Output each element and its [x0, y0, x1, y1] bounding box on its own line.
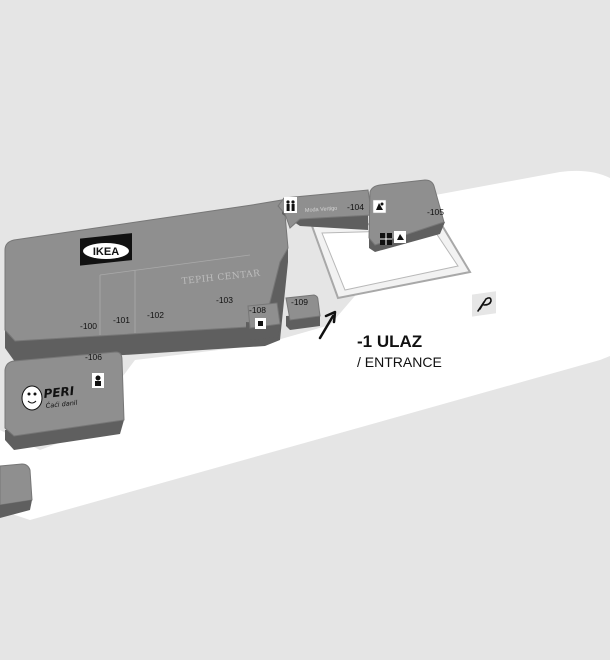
unit-label-109: -109 [291, 297, 308, 307]
unit-label-100: -100 [80, 321, 97, 331]
box-icon [394, 231, 406, 243]
ikea-logo: IKEA [80, 233, 132, 266]
unit-label-101: -101 [113, 315, 130, 325]
entrance-title: -1 ULAZ [357, 332, 423, 351]
unit-105-block [368, 179, 445, 246]
store-icon [372, 199, 387, 214]
unit-104-block [277, 189, 373, 229]
unit-label-106: -106 [85, 352, 102, 362]
entrance-subtitle: / ENTRANCE [357, 354, 442, 370]
entrance-arrow-icon [318, 310, 337, 340]
peri-logo: PERI Ćaći danil [21, 384, 78, 411]
moda-vertigo-logo: Moda Vertigo [305, 206, 338, 214]
box-icon-108 [255, 318, 266, 329]
peri-logo-main: PERI [43, 384, 76, 401]
unit-label-105: -105 [427, 207, 444, 217]
parking-icon [472, 291, 496, 317]
ikea-logo-text: IKEA [93, 246, 119, 258]
grid-icon [380, 233, 392, 245]
partial-block [0, 463, 33, 506]
mascot-icon [92, 373, 104, 388]
unit-label-102: -102 [147, 310, 164, 320]
unit-label-103: -103 [216, 295, 233, 305]
unit-label-108: -108 [249, 305, 266, 315]
peri-logo-sub: Ćaći danil [45, 398, 78, 410]
unit-109-box [285, 294, 321, 321]
unit-label-104: -104 [347, 202, 364, 212]
figures-icon [284, 197, 297, 213]
